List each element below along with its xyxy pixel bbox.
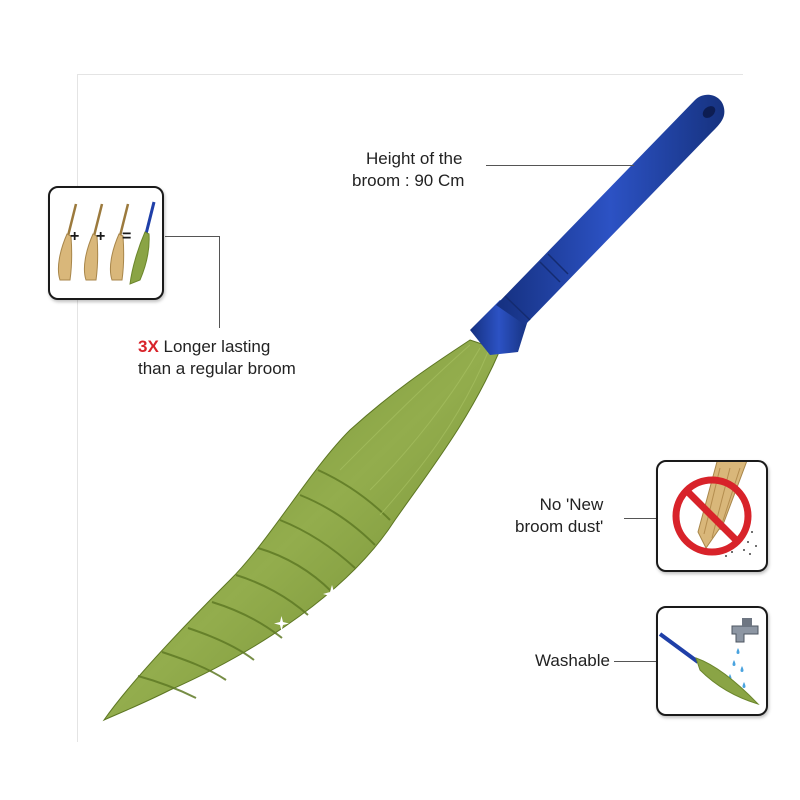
lasting-highlight: 3X: [138, 337, 159, 356]
frame-left-line: [77, 74, 78, 742]
three-brooms-equal-one-icon: + + =: [48, 186, 164, 300]
height-label-line2: broom : 90 Cm: [352, 171, 465, 190]
washable-tap-icon: [656, 606, 768, 716]
equals-sign: =: [122, 228, 132, 245]
washable-leader-line: [614, 661, 656, 662]
height-callout: Height of the broom : 90 Cm: [352, 148, 464, 192]
lasting-callout: 3X Longer lasting than a regular broom: [138, 336, 296, 380]
no-dust-callout: No 'New broom dust': [515, 494, 603, 538]
plus-sign-2: +: [96, 228, 106, 245]
washable-callout: Washable: [535, 650, 610, 672]
frame-top-line: [77, 74, 743, 75]
straw-broom-icon: [57, 203, 78, 281]
no-dust-label-line2: broom dust': [515, 517, 604, 536]
plus-sign-1: +: [70, 228, 80, 245]
lasting-label-line2: than a regular broom: [138, 359, 296, 378]
no-broom-dust-icon: [656, 460, 768, 572]
lasting-label-line1: Longer lasting: [158, 337, 271, 356]
height-label-line1: Height of the: [366, 149, 463, 168]
lasting-leader-vertical: [219, 236, 220, 328]
washable-label: Washable: [535, 651, 610, 670]
height-leader-line: [486, 165, 634, 166]
no-dust-label-line1: No 'New: [539, 495, 604, 514]
no-dust-leader-line: [624, 518, 656, 519]
lasting-leader-horizontal: [165, 236, 219, 237]
